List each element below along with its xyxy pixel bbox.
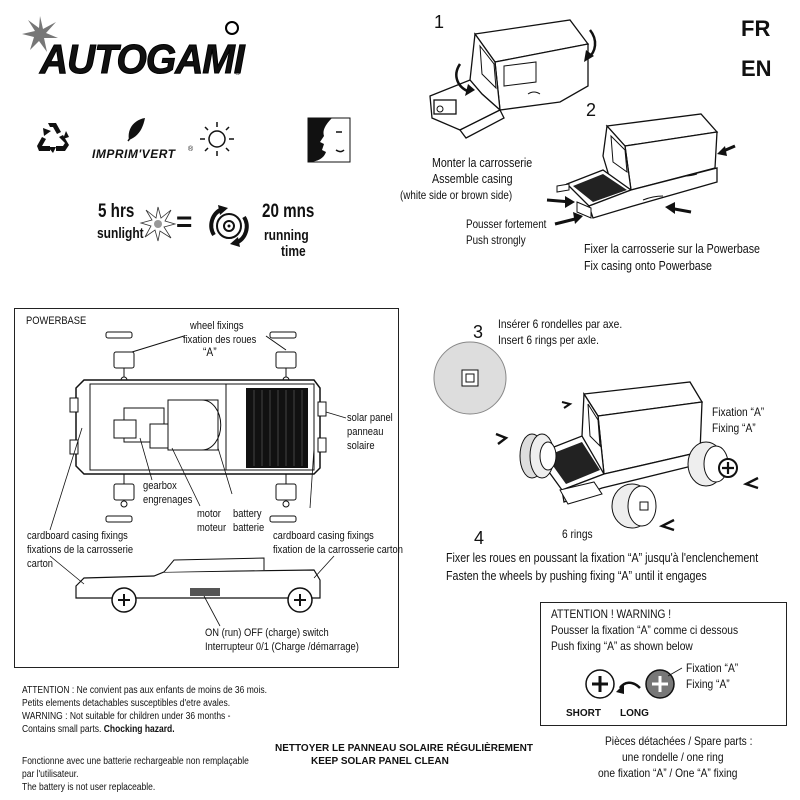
charge-sunlight: sunlight: [97, 225, 144, 242]
label-gearbox-2: engrenages: [143, 494, 193, 506]
step2-number: 2: [586, 100, 597, 120]
warning-en: Push fixing “A” as shown below: [551, 639, 693, 653]
recycle-icon: [37, 123, 69, 153]
spares-line-3: one fixation “A” / One “A” fixing: [598, 766, 738, 780]
label-casing-right-1: cardboard casing fixings: [273, 530, 374, 542]
battery-line-1: Fonctionne avec une batterie rechargeabl…: [22, 756, 249, 767]
charge-equals: =: [176, 206, 193, 237]
label-battery-2: batterie: [233, 522, 265, 534]
safety-line-4b: Chocking hazard.: [103, 724, 175, 735]
imprim-vert-label: IMPRIM'VERT: [92, 147, 176, 161]
warning-fix-en: Fixing “A”: [686, 677, 730, 691]
step3-number: 3: [473, 322, 484, 342]
step3-fr: Insérer 6 rondelles par axe.: [498, 317, 623, 331]
label-gearbox-1: gearbox: [143, 480, 177, 492]
safety-line-3: WARNING : Not suitable for children unde…: [22, 711, 231, 722]
label-battery-1: battery: [233, 508, 262, 520]
label-casing-left-1: cardboard casing fixings: [27, 530, 128, 542]
warning-panel: [540, 602, 787, 726]
warning-short: SHORT: [566, 708, 601, 719]
label-solar-panel-1: solar panel: [347, 412, 393, 424]
label-wheel-a: “A”: [203, 345, 217, 359]
safety-line-1: ATTENTION : Ne convient pas aux enfants …: [22, 685, 268, 696]
safety-line-2: Petits elements detachables susceptibles…: [22, 698, 231, 709]
step1-fr: Monter la carrosserie: [432, 155, 533, 170]
warning-fix-fr: Fixation “A”: [686, 661, 739, 675]
powerbase-title: POWERBASE: [26, 315, 87, 327]
face-logo-icon: [307, 117, 351, 163]
label-solar-panel-2: panneau: [347, 426, 384, 438]
rotation-timer-icon: [209, 205, 249, 247]
label-motor-2: moteur: [197, 522, 227, 534]
sun-star-icon: [22, 16, 58, 52]
step2-powerbase-illustration: [546, 113, 736, 226]
step2-push-en: Push strongly: [466, 233, 526, 247]
step1-casing-illustration: [429, 19, 597, 139]
safety-line-4a: Contains small parts.: [22, 724, 104, 735]
powerbase-diagram: [49, 331, 347, 627]
lang-en: EN: [741, 56, 772, 81]
step3-car-wheels-illustration: [495, 381, 759, 532]
battery-line-3: The battery is not user replaceable.: [22, 782, 156, 793]
step1-note: (white side or brown side): [400, 188, 513, 202]
lang-fr: FR: [741, 16, 771, 41]
label-wheel-fixings: wheel fixings: [190, 320, 244, 332]
charge-running: running: [264, 227, 309, 244]
brand-logo: AUTOGAMI: [40, 35, 246, 82]
label-casing-left-3: carton: [27, 558, 53, 570]
battery-line-2: par l'utilisateur.: [22, 769, 79, 780]
charge-time: time: [281, 243, 306, 260]
warning-title: ATTENTION ! WARNING !: [551, 607, 672, 621]
leaf-icon: [127, 118, 145, 142]
charge-minutes: 20 mns: [262, 201, 315, 222]
label-solar-panel-3: solaire: [347, 440, 375, 452]
step1-number: 1: [434, 12, 445, 32]
step2-fix-fr: Fixer la carrosserie sur la Powerbase: [584, 241, 760, 256]
spares-line-2: une rondelle / one ring: [622, 750, 724, 764]
powerbase-panel: [14, 308, 399, 668]
sun-icon: [200, 122, 234, 156]
clean-en: KEEP SOLAR PANEL CLEAN: [311, 756, 449, 767]
safety-line-4: Contains small parts. Chocking hazard.: [22, 724, 175, 736]
warning-long: LONG: [620, 708, 649, 719]
step3-fix-en: Fixing “A”: [712, 421, 756, 435]
step1-en: Assemble casing: [432, 171, 513, 186]
label-casing-left-2: fixations de la carrosserie: [27, 544, 134, 556]
charge-hours: 5 hrs: [98, 201, 135, 222]
step4-fr: Fixer les roues en poussant la fixation …: [446, 550, 759, 565]
clean-fr: NETTOYER LE PANNEAU SOLAIRE RÉGULIÈREMEN…: [275, 743, 533, 754]
brand-registered: ®: [235, 70, 241, 77]
step2-fix-en: Fix casing onto Powerbase: [584, 258, 712, 273]
fixing-short-long-icon: [585, 667, 683, 699]
label-motor-1: motor: [197, 508, 221, 520]
ring-washer-icon: [433, 341, 507, 415]
warning-fr: Pousser la fixation “A” comme ci dessous: [551, 623, 739, 637]
step2-push-fr: Pousser fortement: [466, 217, 547, 231]
label-switch-2: Interrupteur 0/1 (Charge /démarrage): [205, 641, 359, 653]
step3-fix-fr: Fixation “A”: [712, 405, 765, 419]
imprim-registered: ®: [188, 146, 194, 153]
step3-rings: 6 rings: [562, 527, 593, 541]
step4-number: 4: [474, 528, 485, 548]
label-wheel-fixation: fixation des roues: [183, 334, 257, 346]
spares-line-1: Pièces détachées / Spare parts :: [605, 734, 753, 748]
label-switch-1: ON (run) OFF (charge) switch: [205, 627, 329, 639]
label-casing-right-2: fixation de la carrosserie carton: [273, 544, 403, 556]
brand-ring-icon: [225, 21, 239, 35]
sunlight-burst-icon: [139, 206, 177, 242]
step4-en: Fasten the wheels by pushing fixing “A” …: [446, 568, 707, 583]
step3-en: Insert 6 rings per axle.: [498, 333, 599, 347]
